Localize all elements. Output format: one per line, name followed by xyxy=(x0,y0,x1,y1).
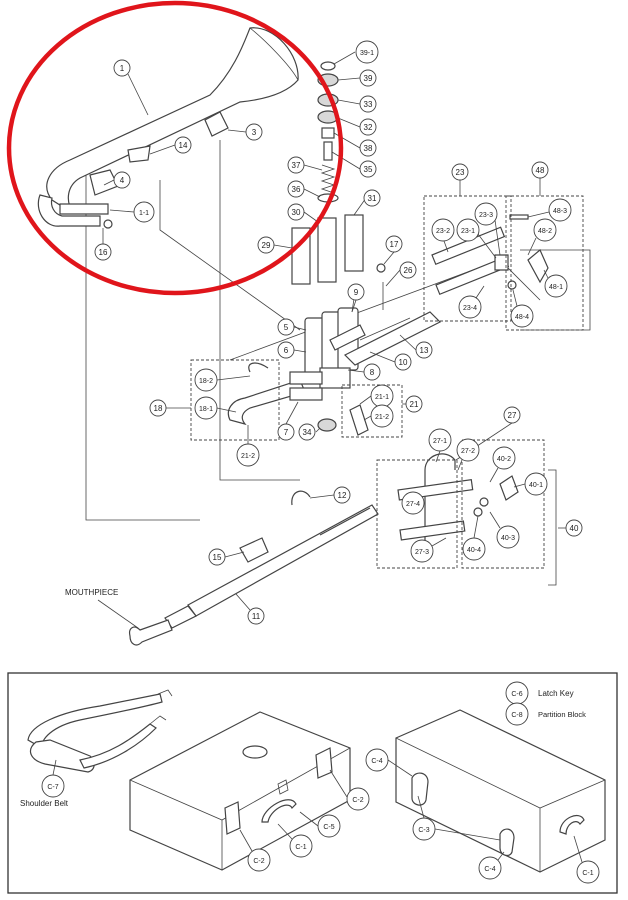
case-label-c4-top: C-4 xyxy=(371,758,382,765)
slide-23 xyxy=(431,226,510,296)
callout-31: 31 xyxy=(368,194,377,203)
callout-30: 30 xyxy=(292,208,301,217)
callout-4: 4 xyxy=(120,176,125,185)
callout-39-1: 39-1 xyxy=(360,50,374,57)
callout-15: 15 xyxy=(213,553,222,562)
callout-32: 32 xyxy=(364,123,373,132)
callout-23-4: 23-4 xyxy=(463,305,477,312)
callout-48-2: 48-2 xyxy=(538,228,552,235)
callout-29: 29 xyxy=(262,241,271,250)
callout-33: 33 xyxy=(364,100,373,109)
callout-11: 11 xyxy=(252,612,261,621)
part-callouts: 1 14 3 4 1-1 16 39-1 39 33 xyxy=(65,40,583,629)
callout-1: 1 xyxy=(120,64,125,73)
callout-10: 10 xyxy=(399,358,408,367)
case-label-c1-front: C-1 xyxy=(295,844,306,851)
callout-8: 8 xyxy=(370,368,375,377)
callout-38: 38 xyxy=(364,144,373,153)
callout-34: 34 xyxy=(303,428,312,437)
callout-27-3: 27-3 xyxy=(415,549,429,556)
group-box-23 xyxy=(423,195,512,322)
callout-9: 9 xyxy=(354,288,359,297)
callout-13: 13 xyxy=(420,346,429,355)
tuning-slide-18 xyxy=(227,362,323,426)
callout-18-2: 18-2 xyxy=(199,378,213,385)
callout-40-2: 40-2 xyxy=(497,456,511,463)
callout-6: 6 xyxy=(284,346,289,355)
callout-48-3: 48-3 xyxy=(553,208,567,215)
highlight-circle xyxy=(6,0,344,296)
slide-21-tube xyxy=(349,404,369,436)
legend-c8-code: C-8 xyxy=(511,712,522,719)
callout-1-1: 1-1 xyxy=(139,210,149,217)
case-end xyxy=(395,709,606,873)
group-box-21 xyxy=(341,384,403,438)
callout-40-1: 40-1 xyxy=(529,482,543,489)
callout-48-1: 48-1 xyxy=(549,284,563,291)
callout-26: 26 xyxy=(404,266,413,275)
legend-latch-key: Latch Key xyxy=(538,689,574,698)
bell-section xyxy=(37,27,299,227)
callout-39: 39 xyxy=(364,74,373,83)
legend-c6-code: C-6 xyxy=(511,691,522,698)
callout-27-2: 27-2 xyxy=(461,448,475,455)
mouthpiece-label: MOUTHPIECE xyxy=(65,588,118,597)
callout-40: 40 xyxy=(570,524,579,533)
case-label-c2-right: C-2 xyxy=(352,797,363,804)
callout-18: 18 xyxy=(154,404,163,413)
callout-5: 5 xyxy=(284,323,289,332)
valve-casing xyxy=(304,307,442,432)
callout-23-1: 23-1 xyxy=(461,228,475,235)
callout-16: 16 xyxy=(99,248,108,257)
group-box-40 xyxy=(461,439,545,569)
case-label-c2-left: C-2 xyxy=(253,858,264,865)
callout-23: 23 xyxy=(456,168,465,177)
case-label-c5: C-5 xyxy=(323,824,334,831)
callout-27: 27 xyxy=(508,411,517,420)
callout-35: 35 xyxy=(364,165,373,174)
hand-slide xyxy=(129,490,379,646)
shoulder-belt xyxy=(27,689,173,773)
case-front xyxy=(129,711,351,871)
case-panel: C-6 Latch Key C-8 Partition Block C-7 Sh… xyxy=(7,672,618,894)
part-48-lever xyxy=(507,214,549,290)
callout-17: 17 xyxy=(390,240,399,249)
callout-14: 14 xyxy=(179,141,188,150)
callout-48-4: 48-4 xyxy=(515,314,529,321)
group-box-18 xyxy=(190,359,280,441)
callout-48: 48 xyxy=(536,166,545,175)
callout-12: 12 xyxy=(338,491,347,500)
case-label-c4-bottom: C-4 xyxy=(484,866,495,873)
case-label-c7: C-7 xyxy=(47,784,58,791)
group-box-48 xyxy=(505,195,584,331)
callout-40-4: 40-4 xyxy=(467,547,481,554)
callout-37: 37 xyxy=(292,161,301,170)
case-label-c3: C-3 xyxy=(418,827,429,834)
callout-21-1: 21-1 xyxy=(375,394,389,401)
callout-21-2-bottom: 21-2 xyxy=(241,453,255,460)
callout-23-3: 23-3 xyxy=(479,212,493,219)
callout-3: 3 xyxy=(252,128,257,137)
callout-23-2: 23-2 xyxy=(436,228,450,235)
legend-partition-block: Partition Block xyxy=(538,710,586,719)
callout-21: 21 xyxy=(410,400,419,409)
group-box-27 xyxy=(376,459,458,569)
callout-18-1: 18-1 xyxy=(199,406,213,413)
case-label-c1-end: C-1 xyxy=(582,870,593,877)
callout-27-4: 27-4 xyxy=(406,501,420,508)
callout-7: 7 xyxy=(284,428,289,437)
case-label-shoulder-belt: Shoulder Belt xyxy=(20,799,69,808)
callout-21-2: 21-2 xyxy=(375,414,389,421)
callout-36: 36 xyxy=(292,185,301,194)
instrument-parts xyxy=(37,27,591,646)
callout-40-3: 40-3 xyxy=(501,535,515,542)
callout-27-1: 27-1 xyxy=(433,438,447,445)
